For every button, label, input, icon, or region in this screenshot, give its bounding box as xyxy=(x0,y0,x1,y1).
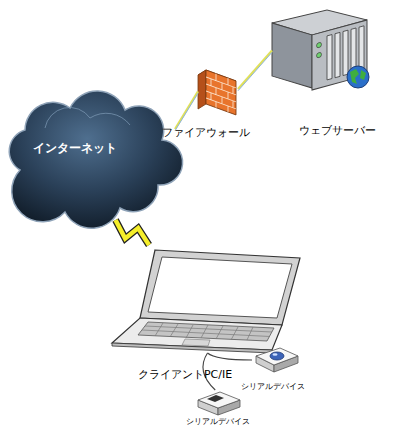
link-line xyxy=(175,93,198,131)
link-connector xyxy=(238,51,272,91)
firewall-bricks xyxy=(206,70,236,115)
node-label: インターネット xyxy=(20,142,130,156)
node-label: シリアルデバイス xyxy=(238,382,308,391)
server-node: ウェブサーバー xyxy=(272,8,367,93)
laptop-icon xyxy=(112,250,300,353)
firewall-icon xyxy=(198,70,236,115)
device-slot xyxy=(207,395,224,402)
node-label: ファイアウォール xyxy=(161,127,251,140)
node-label: シリアルデバイス xyxy=(183,417,253,426)
link-line xyxy=(238,52,272,91)
laptop-screen xyxy=(148,257,292,318)
laptop-touchpad xyxy=(182,339,210,346)
device-top xyxy=(256,348,298,365)
server-bay xyxy=(343,30,348,75)
bolt-fill xyxy=(116,220,150,245)
link-connector xyxy=(175,91,198,130)
bolt-connector xyxy=(116,220,150,245)
laptop-keyboard xyxy=(138,322,274,341)
serial-device-icon xyxy=(198,392,240,415)
server-bay xyxy=(335,32,340,77)
device-button-shine xyxy=(273,353,278,356)
link-line xyxy=(175,91,198,129)
server-led xyxy=(317,42,322,48)
device-node: シリアルデバイス xyxy=(252,346,298,374)
link-line xyxy=(238,51,272,90)
server-front xyxy=(272,23,312,88)
laptop-keys xyxy=(142,323,272,340)
device-button xyxy=(270,352,284,360)
laptop-screen-frame xyxy=(140,250,300,325)
cable-line xyxy=(208,353,253,360)
device-node: シリアルデバイス xyxy=(195,390,240,416)
cloud-highlight xyxy=(45,107,130,128)
node-label: クライアントPC/IE xyxy=(130,369,240,382)
server-led xyxy=(317,52,322,58)
firewall-node: ファイアウォール xyxy=(198,65,238,113)
serial-device-icon xyxy=(256,348,298,372)
globe xyxy=(347,66,369,88)
cable-connector xyxy=(208,353,253,360)
bolt-outline xyxy=(116,220,150,245)
node-label: ウェブサーバー xyxy=(292,125,382,138)
server-bay xyxy=(327,35,332,80)
globe-land xyxy=(350,69,366,84)
server-icon xyxy=(272,10,369,90)
firewall-side xyxy=(198,70,206,109)
cloud-shape xyxy=(9,91,182,228)
firewall-front xyxy=(206,70,236,115)
server-bay xyxy=(359,26,364,71)
cloud-node: インターネット xyxy=(0,90,175,220)
device-top xyxy=(198,392,240,408)
client-node: クライアントPC/IE xyxy=(110,245,305,353)
